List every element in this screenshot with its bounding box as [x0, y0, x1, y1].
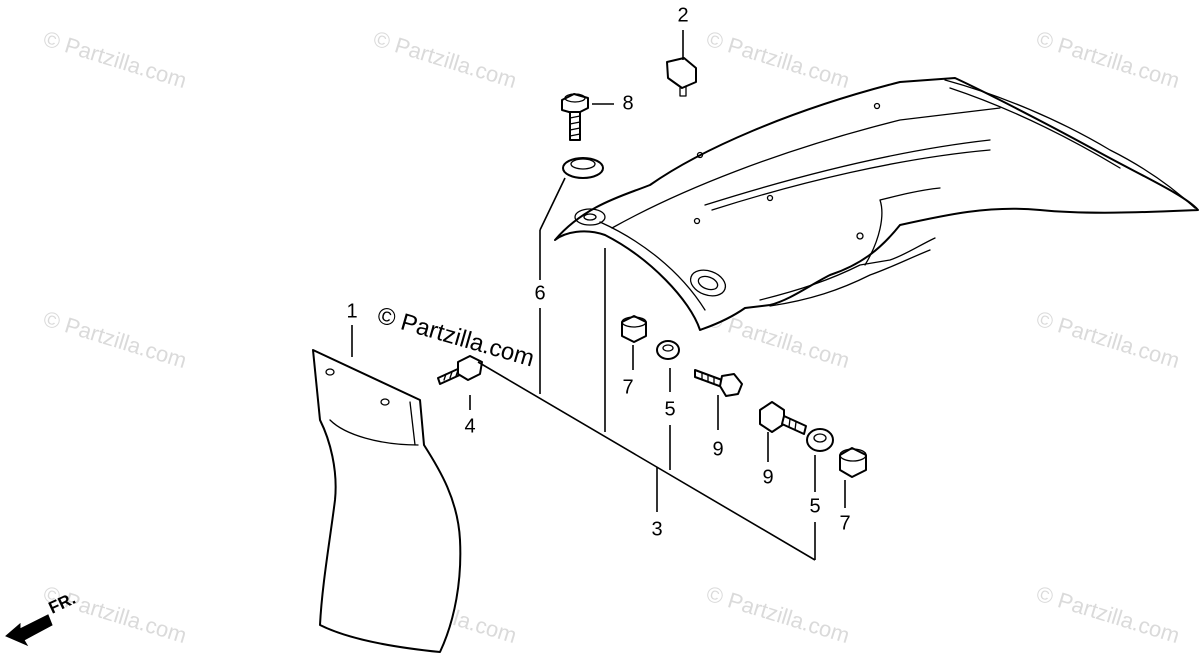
callout-7-upper: 7	[622, 376, 633, 398]
watermark: © Partzilla.com	[371, 26, 520, 93]
screw-4	[437, 355, 483, 385]
arrow-left-icon	[5, 614, 53, 647]
watermark: © Partzilla.com	[1034, 26, 1183, 93]
mud-flap	[312, 349, 462, 653]
washer-5-lower	[806, 428, 834, 452]
rear-fender	[554, 77, 1199, 331]
callout-5-lower: 5	[809, 495, 820, 517]
bolt-9-upper	[694, 369, 743, 397]
watermark: © Partzilla.com	[41, 26, 190, 93]
callout-3: 3	[651, 518, 662, 540]
callout-labels: 1 2 3 4 5 5 6 7 7 8 9 9	[346, 4, 850, 540]
callout-9-lower: 9	[762, 466, 773, 488]
center-watermark: © Partzilla.com	[374, 302, 537, 373]
leader-lines	[351, 30, 846, 561]
callout-4: 4	[464, 415, 475, 437]
grommet-6	[562, 157, 604, 179]
bolt-9-lower	[759, 401, 807, 435]
callout-9-upper: 9	[712, 438, 723, 460]
clip-2	[666, 57, 697, 97]
watermark: © Partzilla.com	[41, 581, 190, 648]
watermark: © Partzilla.com	[41, 306, 190, 373]
bolt-8	[561, 93, 589, 141]
callout-8: 8	[622, 92, 633, 114]
collar-7-lower	[839, 447, 867, 478]
callout-5-upper: 5	[664, 398, 675, 420]
callout-7-lower: 7	[839, 512, 850, 534]
watermark: © Partzilla.com	[1034, 306, 1183, 373]
watermark: © Partzilla.com	[704, 581, 853, 648]
callout-2: 2	[677, 4, 688, 26]
watermark: © Partzilla.com	[1034, 581, 1183, 648]
callout-1: 1	[346, 300, 357, 322]
collar-7-upper	[621, 315, 647, 343]
washer-5-upper	[656, 340, 680, 360]
callout-6: 6	[534, 282, 545, 304]
watermark: © Partzilla.com	[704, 26, 853, 93]
